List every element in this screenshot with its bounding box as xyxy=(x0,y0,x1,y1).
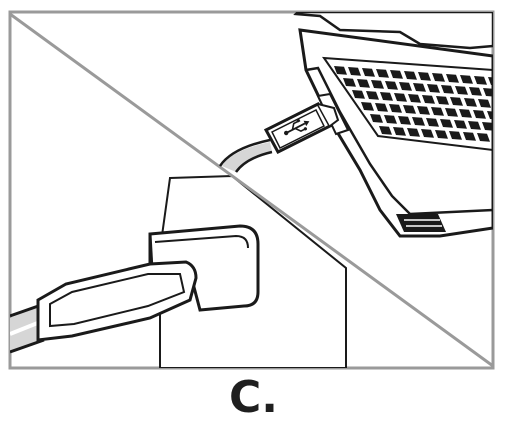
keyboard-key xyxy=(435,130,448,139)
keyboard-key xyxy=(362,68,375,77)
usb-a-plug xyxy=(36,260,198,342)
usb-symbol-icon xyxy=(283,118,310,136)
keyboard-key xyxy=(389,104,402,113)
keyboard-key xyxy=(436,96,449,105)
wall-outlet-panel xyxy=(10,174,347,368)
laptop-panel xyxy=(218,12,493,238)
laptop-vent xyxy=(396,214,446,232)
keyboard-key xyxy=(348,67,361,76)
keyboard-key xyxy=(366,91,379,100)
keyboard-key xyxy=(403,105,416,114)
keyboard-key xyxy=(370,114,383,123)
keyboard-key xyxy=(390,70,403,79)
keyboard-key xyxy=(421,129,434,138)
keyboard-key xyxy=(384,115,397,124)
keyboard-key xyxy=(352,90,365,99)
keyboard-key xyxy=(380,92,393,101)
keyboard-key xyxy=(334,66,347,75)
keyboard-key xyxy=(440,119,453,128)
keyboard-key xyxy=(460,75,473,84)
keyboard-key xyxy=(417,106,430,115)
keyboard-key xyxy=(398,116,411,125)
keyboard-key xyxy=(468,121,481,130)
keyboard-key xyxy=(361,102,374,111)
keyboard-key xyxy=(445,108,458,117)
keyboard-key xyxy=(408,94,421,103)
keyboard-key xyxy=(487,111,493,120)
keyboard-key xyxy=(427,84,440,93)
keyboard-key xyxy=(449,131,462,140)
keyboard-key xyxy=(413,83,426,92)
keyboard-key xyxy=(455,86,468,95)
keyboard-key xyxy=(463,132,476,141)
keyboard-key xyxy=(376,69,389,78)
keyboard-key xyxy=(343,78,356,87)
keyboard-key xyxy=(488,77,493,86)
keyboard-key xyxy=(375,103,388,112)
keyboard-key xyxy=(426,118,439,127)
keyboard-key xyxy=(446,74,459,83)
keyboard-key xyxy=(393,127,406,136)
keyboard-key xyxy=(450,97,463,106)
micro-usb-plug xyxy=(263,102,340,154)
keyboard-key xyxy=(385,81,398,90)
keyboard-key xyxy=(464,98,477,107)
keyboard-key xyxy=(404,71,417,80)
panel-divider xyxy=(10,12,493,368)
keyboard-key xyxy=(477,133,490,142)
keyboard-key xyxy=(399,82,412,91)
keyboard-key xyxy=(422,95,435,104)
keyboard-key xyxy=(459,109,472,118)
laptop-keyboard xyxy=(334,66,493,142)
keyboard-key xyxy=(418,72,431,81)
keyboard-key xyxy=(357,79,370,88)
keyboard-key xyxy=(379,126,392,135)
keyboard-key xyxy=(469,87,482,96)
keyboard-key xyxy=(412,117,425,126)
keyboard-key xyxy=(454,120,467,129)
keyboard-key xyxy=(371,80,384,89)
keyboard-key xyxy=(483,88,493,97)
keyboard-key xyxy=(482,122,493,131)
keyboard-key xyxy=(407,128,420,137)
keyboard-key xyxy=(441,85,454,94)
laptop-usb-cable xyxy=(218,138,273,173)
keyboard-key xyxy=(432,73,445,82)
keyboard-key xyxy=(473,110,486,119)
keyboard-key xyxy=(431,107,444,116)
keyboard-key xyxy=(394,93,407,102)
step-label: C. xyxy=(228,372,278,423)
keyboard-key xyxy=(478,99,491,108)
keyboard-key xyxy=(474,76,487,85)
